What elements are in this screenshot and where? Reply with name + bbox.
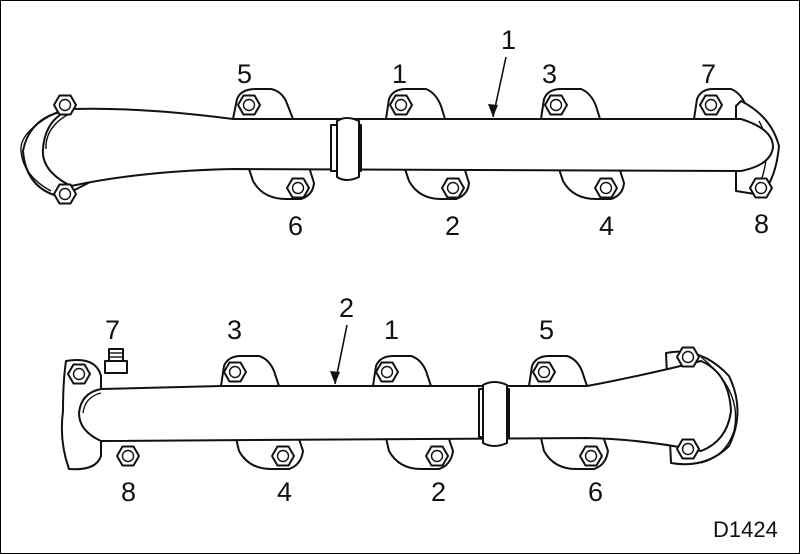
m2-bolt-label-top: 5 xyxy=(539,315,554,345)
m1-bolt-label-bottom: 6 xyxy=(288,211,303,241)
m2-bolt-label-bottom: 2 xyxy=(431,477,446,507)
m1-bolt-label-top: 5 xyxy=(237,59,252,89)
m1-bolt-label-bottom: 8 xyxy=(754,209,769,239)
manifold-2 xyxy=(60,346,739,471)
m2-bolt-label-top: 1 xyxy=(384,315,399,345)
m2-bolt-label-top: 3 xyxy=(227,315,242,345)
figure-code: D1424 xyxy=(713,517,778,542)
m1-bolt-label-top: 3 xyxy=(542,59,557,89)
manifold-2-part-number: 2 xyxy=(339,293,354,323)
m2-bolt-label-bottom: 6 xyxy=(588,477,603,507)
manifold-1-part-number: 1 xyxy=(501,25,516,55)
m2-bolt-label-top: 7 xyxy=(105,315,120,345)
m2-bolt-label-bottom: 4 xyxy=(277,477,292,507)
m1-bolt-label-top: 1 xyxy=(392,59,407,89)
m2-bolt-label-bottom: 8 xyxy=(121,477,136,507)
m1-bolt-label-bottom: 4 xyxy=(599,211,614,241)
m1-bolt-label-top: 7 xyxy=(701,59,716,89)
m1-bolt-label-bottom: 2 xyxy=(445,211,460,241)
manifold-1 xyxy=(20,88,780,205)
